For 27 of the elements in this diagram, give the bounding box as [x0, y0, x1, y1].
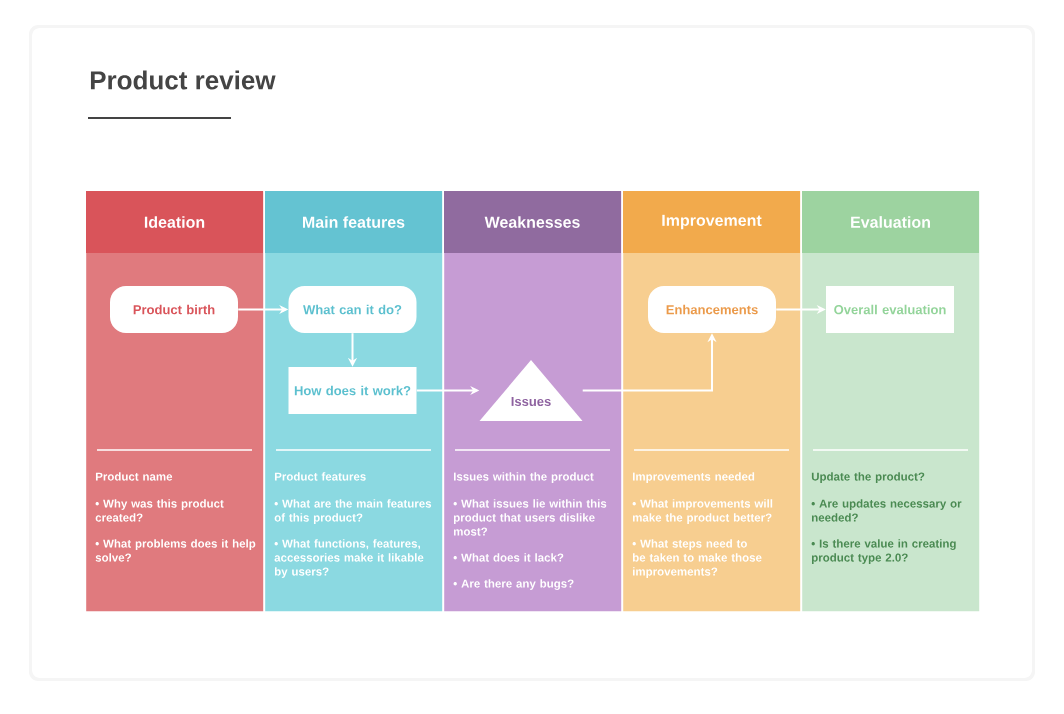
- bullet-text: • What problems does it help solve?: [95, 539, 256, 562]
- subheading: Improvements needed: [633, 472, 755, 483]
- title: Product review: [90, 70, 276, 90]
- subheading: Product name: [95, 472, 173, 481]
- column-header: Improvement: [623, 191, 800, 253]
- column-header: Main features: [265, 191, 442, 253]
- rounded-box: Enhancements: [648, 286, 776, 333]
- column-header: Ideation: [86, 191, 263, 253]
- bullet-text: • What are the main features of this product?: [274, 499, 432, 524]
- bullet-text: • Why was this product created?: [95, 499, 224, 522]
- bullet-text: • What does it lack?: [453, 553, 564, 562]
- subheading: Update the product?: [811, 472, 925, 483]
- bullet-text: • What steps need to be taken to make those improvements?: [632, 539, 762, 578]
- rounded-box: What can it do?: [288, 286, 417, 333]
- bullet-text: • Is there value in creating product type 2.0?: [811, 539, 956, 564]
- subheading: Product features: [274, 472, 366, 481]
- column-header: Weaknesses: [444, 191, 621, 253]
- bullet-text: • What improvements will make the product better?: [632, 499, 773, 524]
- bullet-text: • Are updates necessary or needed?: [811, 499, 962, 522]
- subheading: Issues within the product: [454, 472, 594, 483]
- bullet-text: • What issues lie within this product that users dislike most?: [453, 499, 607, 536]
- bullet-text: • What functions, features, accessories make it likable by users?: [274, 539, 424, 578]
- rounded-box: Product birth: [110, 286, 238, 333]
- bullet-text: • Are there any bugs?: [453, 579, 574, 590]
- process-box: How does it work?: [288, 367, 417, 414]
- column-header: Evaluation: [802, 191, 979, 253]
- process-box: Overall evaluation: [826, 286, 954, 333]
